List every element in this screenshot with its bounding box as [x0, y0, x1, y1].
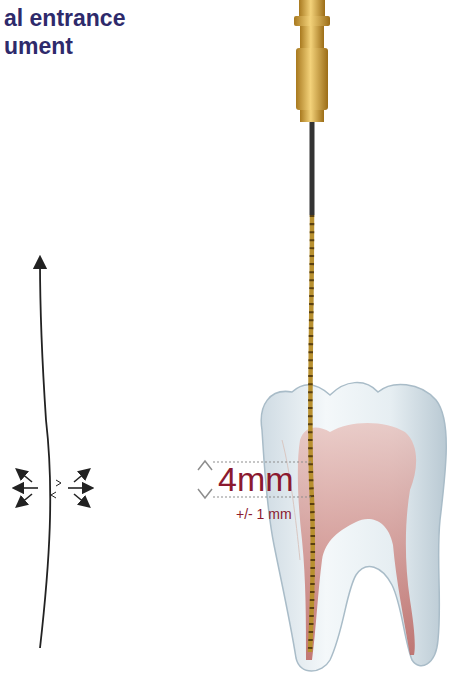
dentin-line [282, 440, 300, 560]
file-handle [300, 26, 324, 48]
tooth-body [261, 383, 446, 671]
dimension-arrow [198, 461, 212, 498]
file-shaft [310, 122, 315, 215]
pulp-chamber [298, 423, 416, 660]
file-handle [299, 0, 325, 16]
file-handle [300, 110, 324, 122]
title: al entrance ument [4, 4, 144, 60]
file-handle [294, 16, 330, 26]
dimension-value: 4mm [218, 460, 294, 499]
file-flutes [310, 215, 313, 652]
rotation-ticks [51, 480, 61, 498]
motion-arrow [40, 262, 50, 648]
tolerance: +/- 1 mm [236, 506, 292, 522]
file-handle [296, 48, 328, 110]
rotation-arrows [18, 472, 88, 504]
file-blade [310, 215, 313, 652]
